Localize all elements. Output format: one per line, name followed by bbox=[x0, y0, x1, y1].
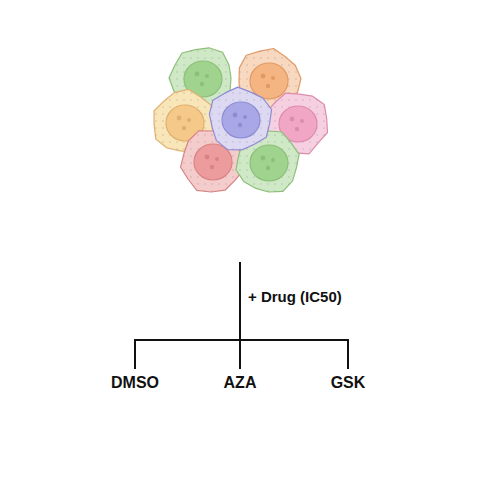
condition-label: DMSO bbox=[111, 374, 159, 392]
nucleolus bbox=[177, 116, 182, 121]
nucleolus bbox=[266, 84, 270, 88]
nucleolus bbox=[271, 76, 275, 80]
nucleolus bbox=[233, 113, 238, 118]
cell-texture bbox=[209, 87, 271, 150]
cell-body bbox=[209, 87, 271, 150]
nucleolus bbox=[238, 123, 242, 127]
nucleolus bbox=[271, 158, 275, 162]
nucleolus bbox=[210, 165, 214, 169]
nucleolus bbox=[200, 82, 204, 86]
cell-nucleus bbox=[250, 145, 288, 181]
cell-nucleus bbox=[250, 63, 288, 99]
nucleolus bbox=[266, 166, 270, 170]
nucleolus bbox=[295, 127, 299, 131]
drug-label: + Drug (IC50) bbox=[248, 289, 342, 306]
cell-nucleus bbox=[194, 144, 232, 180]
nucleolus bbox=[261, 156, 266, 161]
condition-label: GSK bbox=[331, 374, 366, 392]
cell-nucleus bbox=[222, 102, 260, 138]
tree-lines bbox=[134, 262, 349, 369]
nucleolus bbox=[300, 119, 304, 123]
nucleolus bbox=[290, 117, 295, 122]
nucleolus bbox=[261, 74, 266, 79]
condition-label: AZA bbox=[224, 374, 257, 392]
nucleolus bbox=[195, 72, 200, 77]
nucleolus bbox=[182, 126, 186, 130]
nucleolus bbox=[205, 74, 209, 78]
nucleolus bbox=[243, 115, 247, 119]
nucleolus bbox=[215, 157, 219, 161]
nucleolus bbox=[205, 155, 210, 160]
nucleolus bbox=[187, 118, 191, 122]
